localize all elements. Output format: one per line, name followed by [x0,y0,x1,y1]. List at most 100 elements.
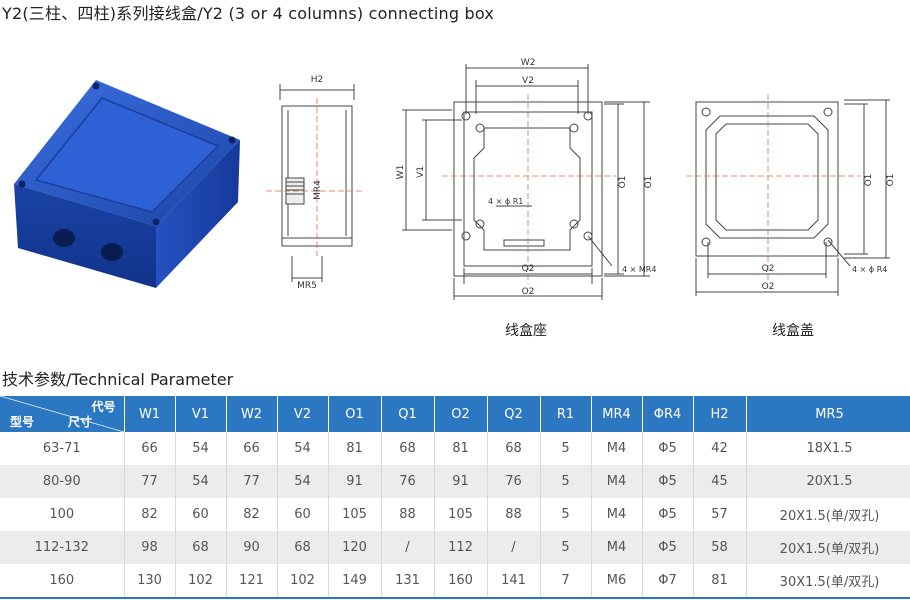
table-header-cell: V1 [175,396,227,432]
table-header-row: 代号 型号 尺寸 W1 V1 W2 V2 O1 Q1 O2 Q2 R1 MR4 … [0,396,910,432]
table-header-cell: R1 [540,396,592,432]
side-h2-label: H2 [311,75,324,85]
table-cell: M4 [591,498,643,531]
table-header-cell: MR4 [591,396,643,432]
product-photo [14,80,240,288]
table-cell: Φ5 [642,531,694,564]
table-cell: Φ5 [642,498,694,531]
table-cell: / [487,531,541,564]
table-cell: 90 [226,531,278,564]
table-cell: 120 [328,531,382,564]
parameter-table: 代号 型号 尺寸 W1 V1 W2 V2 O1 Q1 O2 Q2 R1 MR4 … [0,396,910,599]
table-cell: 102 [175,564,227,599]
table-cell: 160 [434,564,488,599]
table-cell: 77 [124,465,176,498]
cover-q2-label: Q2 [762,264,775,274]
table-cell: M4 [591,465,643,498]
table-cell: 58 [693,531,747,564]
table-cell: Φ7 [642,564,694,599]
cover-caption: 线盒盖 [772,323,814,339]
table-cell: 54 [277,432,329,465]
table-cell: 57 [693,498,747,531]
table-cell: 88 [381,498,435,531]
table-cell: 42 [693,432,747,465]
section-title: 技术参数/Technical Parameter [2,370,234,389]
table-cell: 60 [277,498,329,531]
table-cell: 54 [175,432,227,465]
table-cell: 68 [381,432,435,465]
base-q2-label: Q2 [522,264,535,274]
table-cell: 7 [540,564,592,599]
model-cell: 112-132 [0,531,125,564]
model-cell: 80-90 [0,465,125,498]
table-cell: 66 [124,432,176,465]
table-cell: M4 [591,432,643,465]
table-cell: 18X1.5 [746,432,910,465]
model-cell: 160 [0,564,125,599]
cover-o2-label: O2 [762,282,775,292]
table-cell: 121 [226,564,278,599]
table-header-cell: MR5 [746,396,910,432]
table-cell: / [381,531,435,564]
side-mr4-label: MR4 [313,180,323,200]
table-cell: 98 [124,531,176,564]
table-header-cell: Q2 [487,396,541,432]
table-cell: 54 [175,465,227,498]
base-drawing: W2 V2 W1 V1 O1 O1 4 × ϕ R1 4 × MR4 Q2 O2 [396,58,656,300]
table-cell: 102 [277,564,329,599]
model-cell: 63-71 [0,432,125,465]
table-cell: 91 [328,465,382,498]
base-caption: 线盒座 [505,323,547,339]
table-cell: 91 [434,465,488,498]
base-v1-label: V1 [416,166,426,178]
table-cell: 5 [540,531,592,564]
corner-size-label: 尺寸 [68,415,93,429]
table-cell: 76 [381,465,435,498]
table-cell: Φ5 [642,465,694,498]
table-cell: 149 [328,564,382,599]
table-cell: 112 [434,531,488,564]
table-cell: 30X1.5(单/双孔) [746,564,910,599]
base-o1-label: O1 [618,176,628,189]
table-cell: 68 [175,531,227,564]
table-cell: 54 [277,465,329,498]
base-v2-label: V2 [522,76,534,86]
table-cell: 82 [226,498,278,531]
table-cell: 20X1.5(单/双孔) [746,498,910,531]
table-header-cell: Q1 [381,396,435,432]
table-cell: 105 [328,498,382,531]
page-title: Y2(三柱、四柱)系列接线盒/Y2 (3 or 4 columns) conne… [2,4,494,23]
table-cell: 66 [226,432,278,465]
cover-drawing: O1 O1 4 × ϕ R4 Q2 O2 [686,94,896,296]
table-cell: 82 [124,498,176,531]
side-section-drawing: H2 MR4 MR5 [266,75,362,291]
table-cell: M4 [591,531,643,564]
table-cell: 68 [487,432,541,465]
table-cell: 77 [226,465,278,498]
cover-o1a-label: O1 [864,174,874,187]
table-corner-cell: 代号 型号 尺寸 [0,396,125,432]
base-o2-label: O2 [522,287,535,297]
base-w1-label: W1 [396,165,406,180]
table-cell: 131 [381,564,435,599]
table-cell: 60 [175,498,227,531]
table-header-cell: H2 [693,396,747,432]
table-cell: 68 [277,531,329,564]
table-cell: 76 [487,465,541,498]
table-header-cell: W1 [124,396,176,432]
table-cell: M6 [591,564,643,599]
table-header-cell: ΦR4 [642,396,694,432]
cover-o1b-label: O1 [886,174,896,187]
table-cell: 81 [328,432,382,465]
table-cell: 5 [540,498,592,531]
table-cell: Φ5 [642,432,694,465]
table-cell: 130 [124,564,176,599]
table-cell: 20X1.5 [746,465,910,498]
corner-code-label: 代号 [91,400,116,414]
side-mr5-label: MR5 [297,281,317,291]
